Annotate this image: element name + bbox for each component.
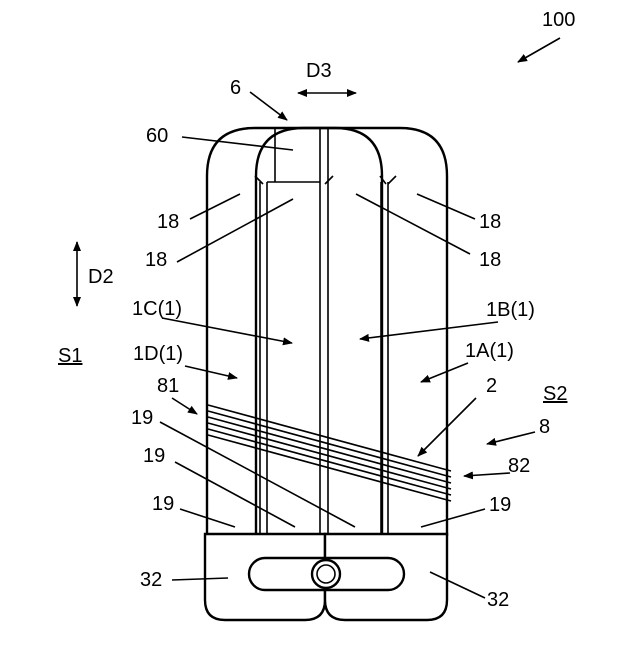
label-100: 100 xyxy=(542,9,575,31)
label-1d: 1D(1) xyxy=(133,343,183,365)
elastic-threads xyxy=(208,405,451,501)
fastening-portion xyxy=(205,534,447,620)
label-8: 8 xyxy=(539,416,550,438)
label-19-middle: 19 xyxy=(143,445,165,467)
fold-lines xyxy=(255,176,396,536)
label-s2: S2 xyxy=(543,383,567,405)
label-18-right-outer: 18 xyxy=(479,211,501,233)
label-19-lower-left: 19 xyxy=(152,493,174,515)
label-18-left-outer: 18 xyxy=(157,211,179,233)
label-d2: D2 xyxy=(88,266,114,288)
label-19-lower-right: 19 xyxy=(489,494,511,516)
top-sheet xyxy=(275,128,328,182)
label-18-right-inner: 18 xyxy=(479,249,501,271)
label-s1: S1 xyxy=(58,345,82,367)
label-2: 2 xyxy=(486,375,497,397)
label-d3: D3 xyxy=(306,60,332,82)
label-1c: 1C(1) xyxy=(132,298,182,320)
reference-labels: 100 6 D3 60 18 18 18 18 D2 1C(1) 1B(1) S… xyxy=(58,9,575,611)
label-6: 6 xyxy=(230,77,241,99)
label-81: 81 xyxy=(157,375,179,397)
label-1a: 1A(1) xyxy=(465,340,514,362)
label-32-left: 32 xyxy=(140,569,162,591)
label-1b: 1B(1) xyxy=(486,299,535,321)
label-82: 82 xyxy=(508,455,530,477)
label-19-upper: 19 xyxy=(131,407,153,429)
label-32-right: 32 xyxy=(487,589,509,611)
label-60: 60 xyxy=(146,125,168,147)
label-18-left-inner: 18 xyxy=(145,249,167,271)
